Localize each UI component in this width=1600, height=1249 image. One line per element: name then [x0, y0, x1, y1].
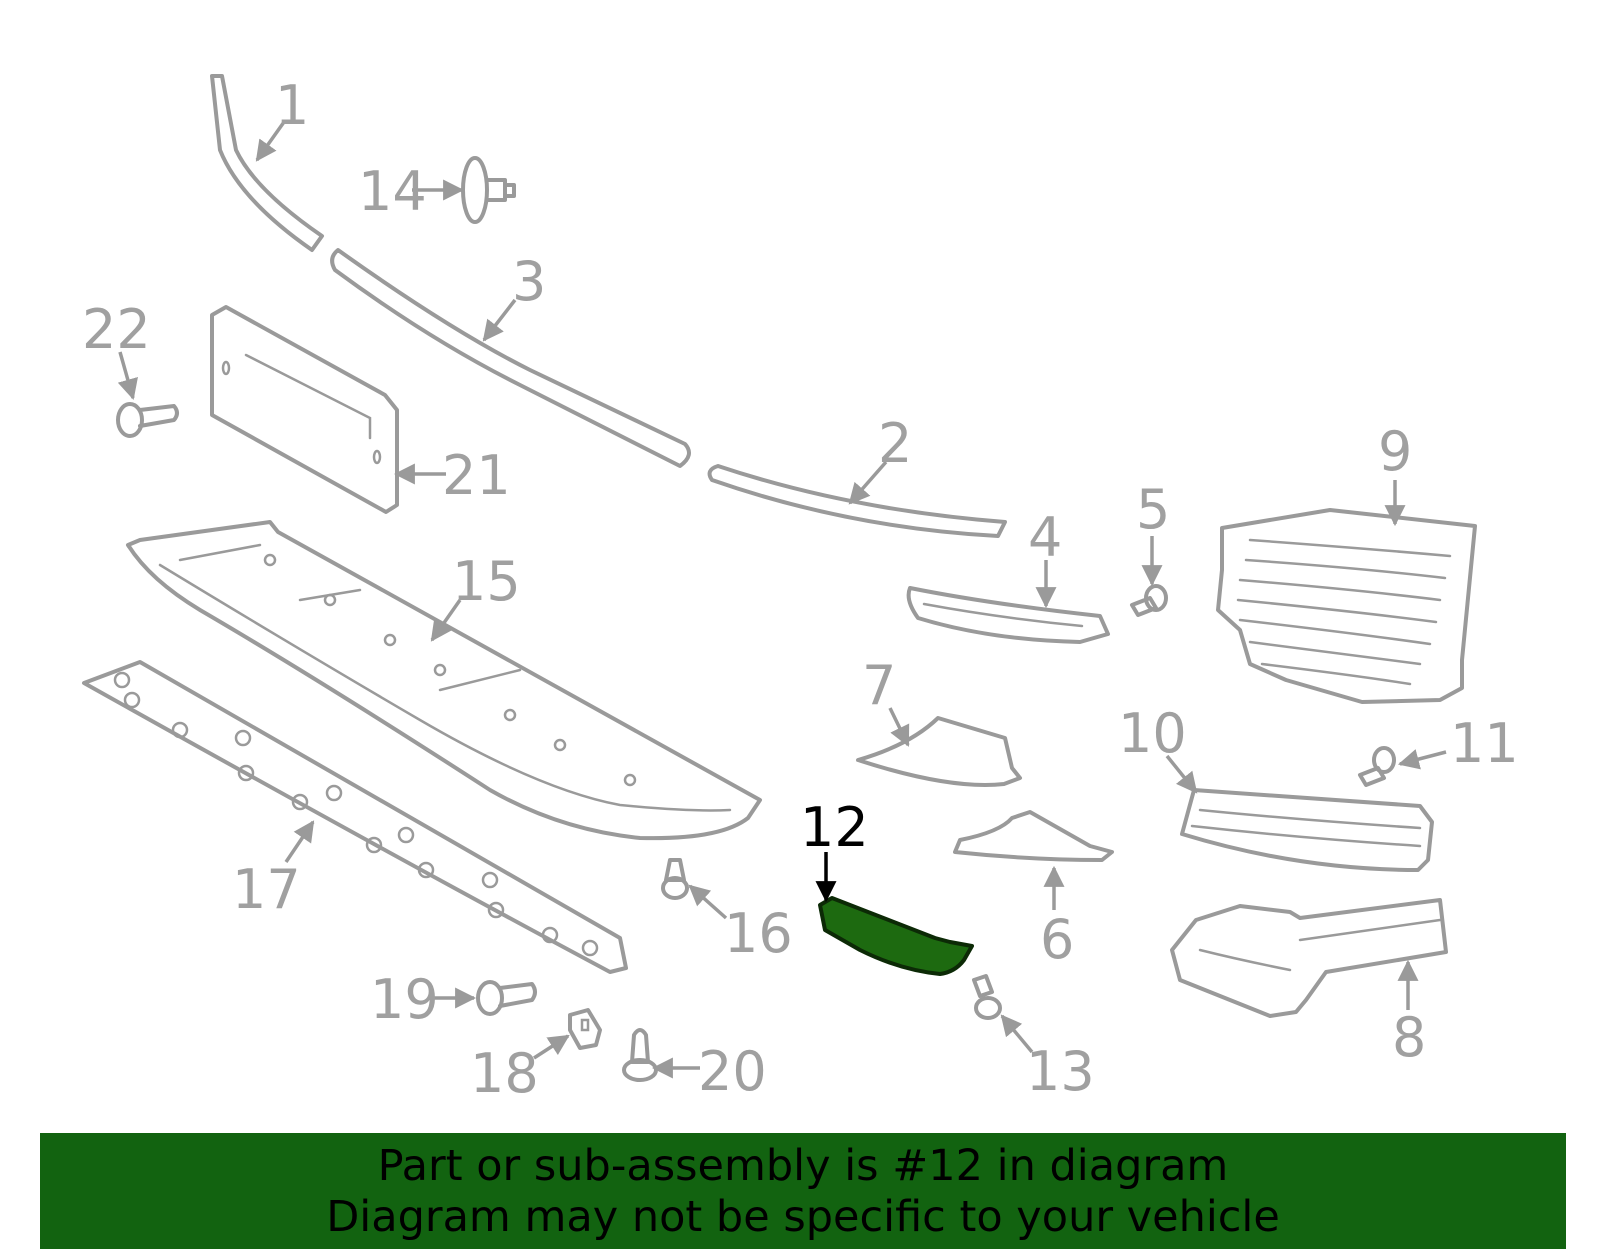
part-3-molding	[330, 248, 691, 468]
part-19-bolt	[476, 980, 537, 1016]
callout-7: 7	[862, 654, 896, 717]
part-10-trim	[1180, 788, 1434, 872]
info-banner: Part or sub-assembly is #12 in diagram D…	[40, 1133, 1566, 1249]
part-11-screw	[1358, 746, 1396, 787]
callout-labels: 1 14 3 22 21 2 9 5 4 15 7 10 11 12 17 16…	[82, 74, 1519, 1105]
callout-1: 1	[275, 74, 309, 137]
callout-9: 9	[1378, 420, 1412, 483]
part-18-nut	[568, 1008, 602, 1050]
part-15-bumper-cover	[126, 520, 762, 841]
leader-arrows	[117, 120, 1447, 1079]
callout-18: 18	[470, 1042, 539, 1105]
part-12-highlighted-trim	[818, 896, 974, 976]
callout-17: 17	[232, 858, 301, 921]
banner-line-1: Part or sub-assembly is #12 in diagram	[377, 1141, 1229, 1191]
callout-5: 5	[1136, 478, 1170, 541]
part-4-trim	[906, 586, 1110, 644]
callout-4: 4	[1028, 506, 1062, 569]
part-2-molding	[707, 464, 1007, 538]
callout-19: 19	[370, 968, 439, 1031]
callout-12: 12	[800, 796, 869, 859]
callout-21: 21	[442, 444, 511, 507]
callout-8: 8	[1392, 1006, 1426, 1069]
callout-15: 15	[452, 550, 521, 613]
part-8-air-duct	[1170, 898, 1448, 1018]
callout-13: 13	[1026, 1040, 1095, 1103]
parts-diagram: 1 14 3 22 21 2 9 5 4 15 7 10 11 12 17 16…	[82, 74, 1519, 1105]
part-17-reinforcement	[82, 660, 628, 974]
part-6-deflector	[953, 810, 1114, 862]
part-22-bolt	[116, 402, 179, 438]
callout-16: 16	[724, 902, 793, 965]
callout-2: 2	[878, 412, 912, 475]
part-7-deflector	[856, 716, 1022, 787]
callout-14: 14	[358, 160, 427, 223]
banner-line-2: Diagram may not be specific to your vehi…	[326, 1192, 1280, 1242]
part-9-grille	[1216, 508, 1477, 704]
callout-22: 22	[82, 298, 151, 361]
callout-20: 20	[698, 1040, 767, 1103]
part-20-clip	[622, 1028, 658, 1082]
callout-3: 3	[512, 250, 546, 313]
part-21-license-bracket	[210, 305, 399, 514]
part-14-clip	[461, 156, 516, 224]
callout-10: 10	[1118, 702, 1187, 765]
callout-6: 6	[1040, 908, 1074, 971]
part-1-trim-strip	[210, 74, 324, 252]
part-13-screw	[972, 974, 1002, 1020]
callout-11: 11	[1450, 712, 1519, 775]
part-5-screw	[1130, 584, 1168, 617]
part-16-clip	[661, 858, 689, 900]
